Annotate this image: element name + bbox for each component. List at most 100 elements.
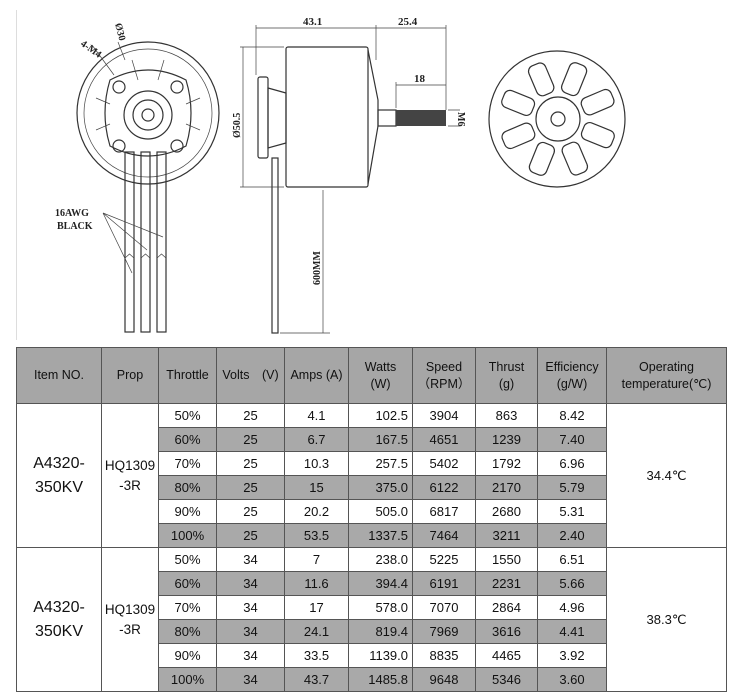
speed-cell: 6817 xyxy=(412,499,476,524)
wire-color-label: BLACK xyxy=(57,221,93,232)
header-efficiency: Efficiency (g/W) xyxy=(537,347,607,404)
header-line: Watts xyxy=(364,359,397,374)
body-diameter-label: Ø50.5 xyxy=(232,113,243,138)
thrust-cell: 2231 xyxy=(475,571,538,596)
header-line: (g/W) xyxy=(556,376,588,391)
thrust-cell: 3616 xyxy=(475,619,538,644)
speed-cell: 4651 xyxy=(412,427,476,452)
throttle-cell: 50% xyxy=(158,403,217,428)
efficiency-cell: 5.31 xyxy=(537,499,607,524)
header-line: Speed xyxy=(425,359,463,374)
efficiency-cell: 8.42 xyxy=(537,403,607,428)
watts-cell: 1485.8 xyxy=(348,667,413,692)
page-edge xyxy=(16,10,17,340)
watts-cell: 505.0 xyxy=(348,499,413,524)
thrust-cell: 863 xyxy=(475,403,538,428)
header-watts: Watts(W) xyxy=(348,347,413,404)
header-thrust: Thrust(g) xyxy=(475,347,538,404)
watts-cell: 167.5 xyxy=(348,427,413,452)
thrust-cell: 5346 xyxy=(475,667,538,692)
bell-spoke xyxy=(501,122,536,150)
speed-cell: 7969 xyxy=(412,619,476,644)
header-line: （RPM） xyxy=(417,376,471,391)
header-line: Amps (A) xyxy=(290,368,343,382)
prop-line: -3R xyxy=(119,621,141,637)
header-amps: Amps (A) xyxy=(284,347,349,404)
prop-line: -3R xyxy=(119,477,141,493)
speed-cell: 8835 xyxy=(412,643,476,668)
amps-cell: 24.1 xyxy=(284,619,349,644)
throttle-cell: 60% xyxy=(158,571,217,596)
thread-length-label: 18 xyxy=(414,73,426,85)
volts-cell: 25 xyxy=(216,427,285,452)
header-line: Thrust xyxy=(488,359,525,374)
item-no-cell: A4320-350KV xyxy=(16,547,102,692)
item-no-line: A4320- xyxy=(33,454,85,472)
watts-cell: 1139.0 xyxy=(348,643,413,668)
amps-cell: 10.3 xyxy=(284,451,349,476)
header-line: Efficiency xyxy=(545,359,599,374)
item-no-cell: A4320- 350KV xyxy=(16,403,102,548)
amps-cell: 53.5 xyxy=(284,523,349,548)
watts-cell: 819.4 xyxy=(348,619,413,644)
bell-spoke xyxy=(580,121,615,149)
motor-dimension-drawing: 4-M4 Ø30 16AWG BLACK 43.1 25.4 18 M6 Ø50… xyxy=(55,16,626,334)
prop-cell: HQ1309-3R xyxy=(101,403,159,548)
efficiency-cell: 4.41 xyxy=(537,619,607,644)
thrust-cell: 2170 xyxy=(475,475,538,500)
thrust-cell: 1239 xyxy=(475,427,538,452)
throttle-cell: 100% xyxy=(158,523,217,548)
throttle-cell: 90% xyxy=(158,643,217,668)
bell-spoke xyxy=(501,89,536,117)
throttle-cell: 80% xyxy=(158,475,217,500)
volts-cell: 25 xyxy=(216,499,285,524)
efficiency-cell: 2.40 xyxy=(537,523,607,548)
header-line: Throttle xyxy=(166,368,209,382)
amps-cell: 7 xyxy=(284,547,349,572)
speed-cell: 7070 xyxy=(412,595,476,620)
thrust-cell: 2864 xyxy=(475,595,538,620)
efficiency-cell: 3.60 xyxy=(537,667,607,692)
volts-cell: 25 xyxy=(216,403,285,428)
amps-cell: 11.6 xyxy=(284,571,349,596)
temperature-cell: 34.4℃ xyxy=(606,403,727,548)
amps-cell: 4.1 xyxy=(284,403,349,428)
thrust-cell: 1792 xyxy=(475,451,538,476)
thrust-cell: 2680 xyxy=(475,499,538,524)
volts-cell: 25 xyxy=(216,523,285,548)
bell-spoke xyxy=(560,62,588,97)
volts-cell: 34 xyxy=(216,667,285,692)
bell-spoke xyxy=(528,141,556,176)
throttle-cell: 50% xyxy=(158,547,217,572)
mount-holes-label: 4-M4 xyxy=(78,38,103,60)
item-no-line: 350KV xyxy=(34,478,84,496)
thrust-cell: 3211 xyxy=(475,523,538,548)
thread-label: M6 xyxy=(455,112,466,126)
throttle-cell: 80% xyxy=(158,619,217,644)
throttle-cell: 70% xyxy=(158,451,217,476)
amps-cell: 33.5 xyxy=(284,643,349,668)
watts-cell: 578.0 xyxy=(348,595,413,620)
body-length-label: 43.1 xyxy=(303,16,322,28)
bell-spoke xyxy=(527,62,555,97)
volts-cell: 34 xyxy=(216,571,285,596)
efficiency-cell: 6.96 xyxy=(537,451,607,476)
efficiency-cell: 7.40 xyxy=(537,427,607,452)
speed-cell: 6122 xyxy=(412,475,476,500)
throttle-cell: 90% xyxy=(158,499,217,524)
throttle-cell: 100% xyxy=(158,667,217,692)
speed-cell: 6191 xyxy=(412,571,476,596)
thrust-cell: 1550 xyxy=(475,547,538,572)
volts-cell: 25 xyxy=(216,451,285,476)
wire-spec-label: 16AWG xyxy=(55,208,89,219)
mount-view: 4-M4 Ø30 16AWG BLACK xyxy=(55,22,220,333)
header-prop: Prop xyxy=(101,347,159,404)
